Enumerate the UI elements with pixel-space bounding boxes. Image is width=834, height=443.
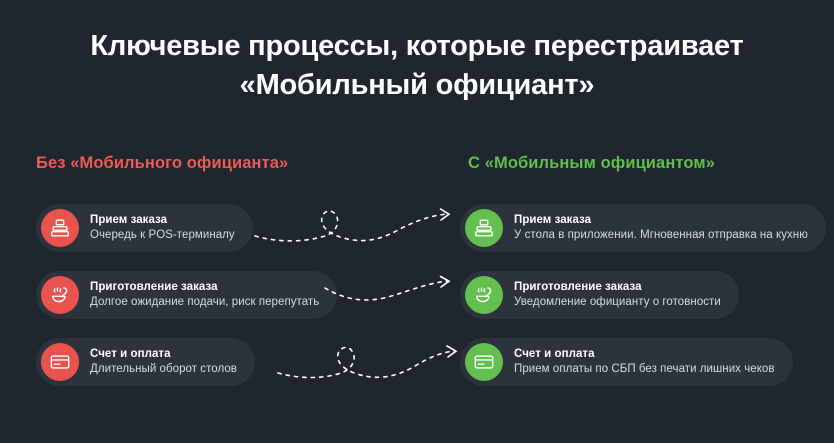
list-item-text: Счет и оплата Прием оплаты по СБП без пе… [514, 347, 775, 376]
arrow-row-3 [277, 345, 458, 379]
item-title: Приготовление заказа [90, 280, 218, 293]
item-title: Счет и оплата [514, 347, 595, 360]
list-item-text: Прием заказа Очередь к POS-терминалу [90, 213, 235, 242]
credit-card-icon [465, 343, 503, 381]
item-title: Прием заказа [90, 213, 168, 226]
item-title: Приготовление заказа [514, 280, 642, 293]
title-line-2: «Мобильный официант» [239, 69, 595, 101]
item-title: Счет и оплата [90, 347, 171, 360]
column-header-with: С «Мобильным официантом» [468, 154, 715, 172]
credit-card-icon [41, 343, 79, 381]
soup-ladle-icon [41, 276, 79, 314]
item-subtitle: Очередь к POS-терминалу [90, 229, 235, 241]
column-header-without: Без «Мобильного официанта» [36, 154, 289, 172]
item-title: Прием заказа [514, 213, 592, 226]
list-item-left-2: Приготовление заказа Долгое ожидание под… [36, 271, 338, 319]
list-item-right-1: Прием заказа У стола в приложении. Мгнов… [460, 204, 826, 252]
list-item-right-2: Приготовление заказа Уведомление официан… [460, 271, 739, 319]
list-item-text: Приготовление заказа Долгое ожидание под… [90, 280, 320, 309]
item-subtitle: Уведомление официанту о готовности [514, 296, 721, 308]
arrow-row-2 [324, 275, 451, 301]
list-item-left-1: Прием заказа Очередь к POS-терминалу [36, 204, 253, 252]
item-subtitle: Длительный оборот столов [90, 363, 237, 375]
arrow-row-1 [254, 208, 451, 242]
item-subtitle: У стола в приложении. Мгновенная отправк… [514, 229, 808, 241]
list-item-text: Приготовление заказа Уведомление официан… [514, 280, 721, 309]
list-item-right-3: Счет и оплата Прием оплаты по СБП без пе… [460, 338, 793, 386]
list-item-text: Счет и оплата Длительный оборот столов [90, 347, 237, 376]
soup-ladle-icon [465, 276, 503, 314]
pos-terminal-icon [465, 209, 503, 247]
page-title: Ключевые процессы, которые перестраивает… [0, 27, 834, 105]
item-subtitle: Долгое ожидание подачи, риск перепутать [90, 296, 320, 308]
list-item-left-3: Счет и оплата Длительный оборот столов [36, 338, 255, 386]
pos-terminal-icon [41, 209, 79, 247]
list-item-text: Прием заказа У стола в приложении. Мгнов… [514, 213, 808, 242]
item-subtitle: Прием оплаты по СБП без печати лишних че… [514, 363, 775, 375]
title-line-1: Ключевые процессы, которые перестраивает [90, 30, 744, 62]
